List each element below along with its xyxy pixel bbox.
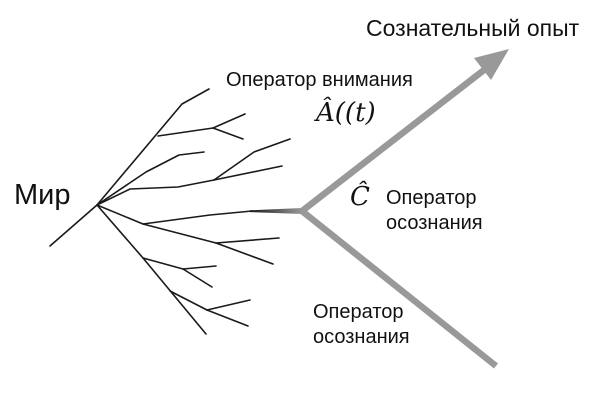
branch-upper-sub-arm2	[212, 127, 244, 140]
attention-operator-formula: Â((t)	[316, 98, 376, 128]
branch-mid-upper-b-arm1	[213, 138, 291, 181]
awareness-operator-formula: Ĉ	[350, 182, 370, 212]
awareness-operator-label-right: Оператор осознания	[386, 186, 483, 236]
attention-operator-label: Оператор внимания	[226, 69, 413, 91]
branch-mid-upper-a	[96, 151, 205, 206]
branch-upper-main	[96, 88, 210, 206]
branch-lower-sub2-arm1	[206, 299, 251, 311]
branch-mid-upper-b-arm2	[213, 165, 283, 181]
branch-tail	[49, 204, 98, 247]
branch-upper-sub	[157, 127, 214, 137]
world-label: Мир	[14, 179, 71, 211]
branch-to-arrow-taper	[250, 208, 302, 214]
branch-lower-sub1	[142, 257, 184, 270]
awareness-operator-label-bottom-line1: Оператор	[313, 301, 404, 323]
branch-mid-upper-b	[96, 179, 215, 206]
world-branch-tree	[49, 88, 291, 335]
branch-mid-lower-arm1	[215, 237, 280, 244]
arrowhead-icon	[474, 49, 509, 80]
branch-lower-main	[96, 204, 207, 335]
branch-mid-lower-arm2	[215, 242, 274, 265]
branch-central	[96, 204, 253, 225]
branch-upper-sub-arm1	[212, 113, 246, 129]
branch-lower-sub1-arm2	[182, 268, 213, 288]
branch-mid-lower	[142, 223, 217, 244]
branch-lower-sub1-arm1	[182, 265, 217, 270]
awareness-operator-label-bottom: Оператор осознания	[313, 300, 410, 350]
awareness-operator-label-right-line1: Оператор	[386, 187, 477, 209]
awareness-operator-label-bottom-line2: осознания	[313, 326, 410, 348]
conscious-experience-label: Сознательный опыт	[366, 15, 580, 41]
awareness-operator-label-right-line2: осознания	[386, 212, 483, 234]
branch-lower-sub2	[169, 290, 208, 311]
branch-lower-sub2-arm2	[206, 309, 249, 327]
